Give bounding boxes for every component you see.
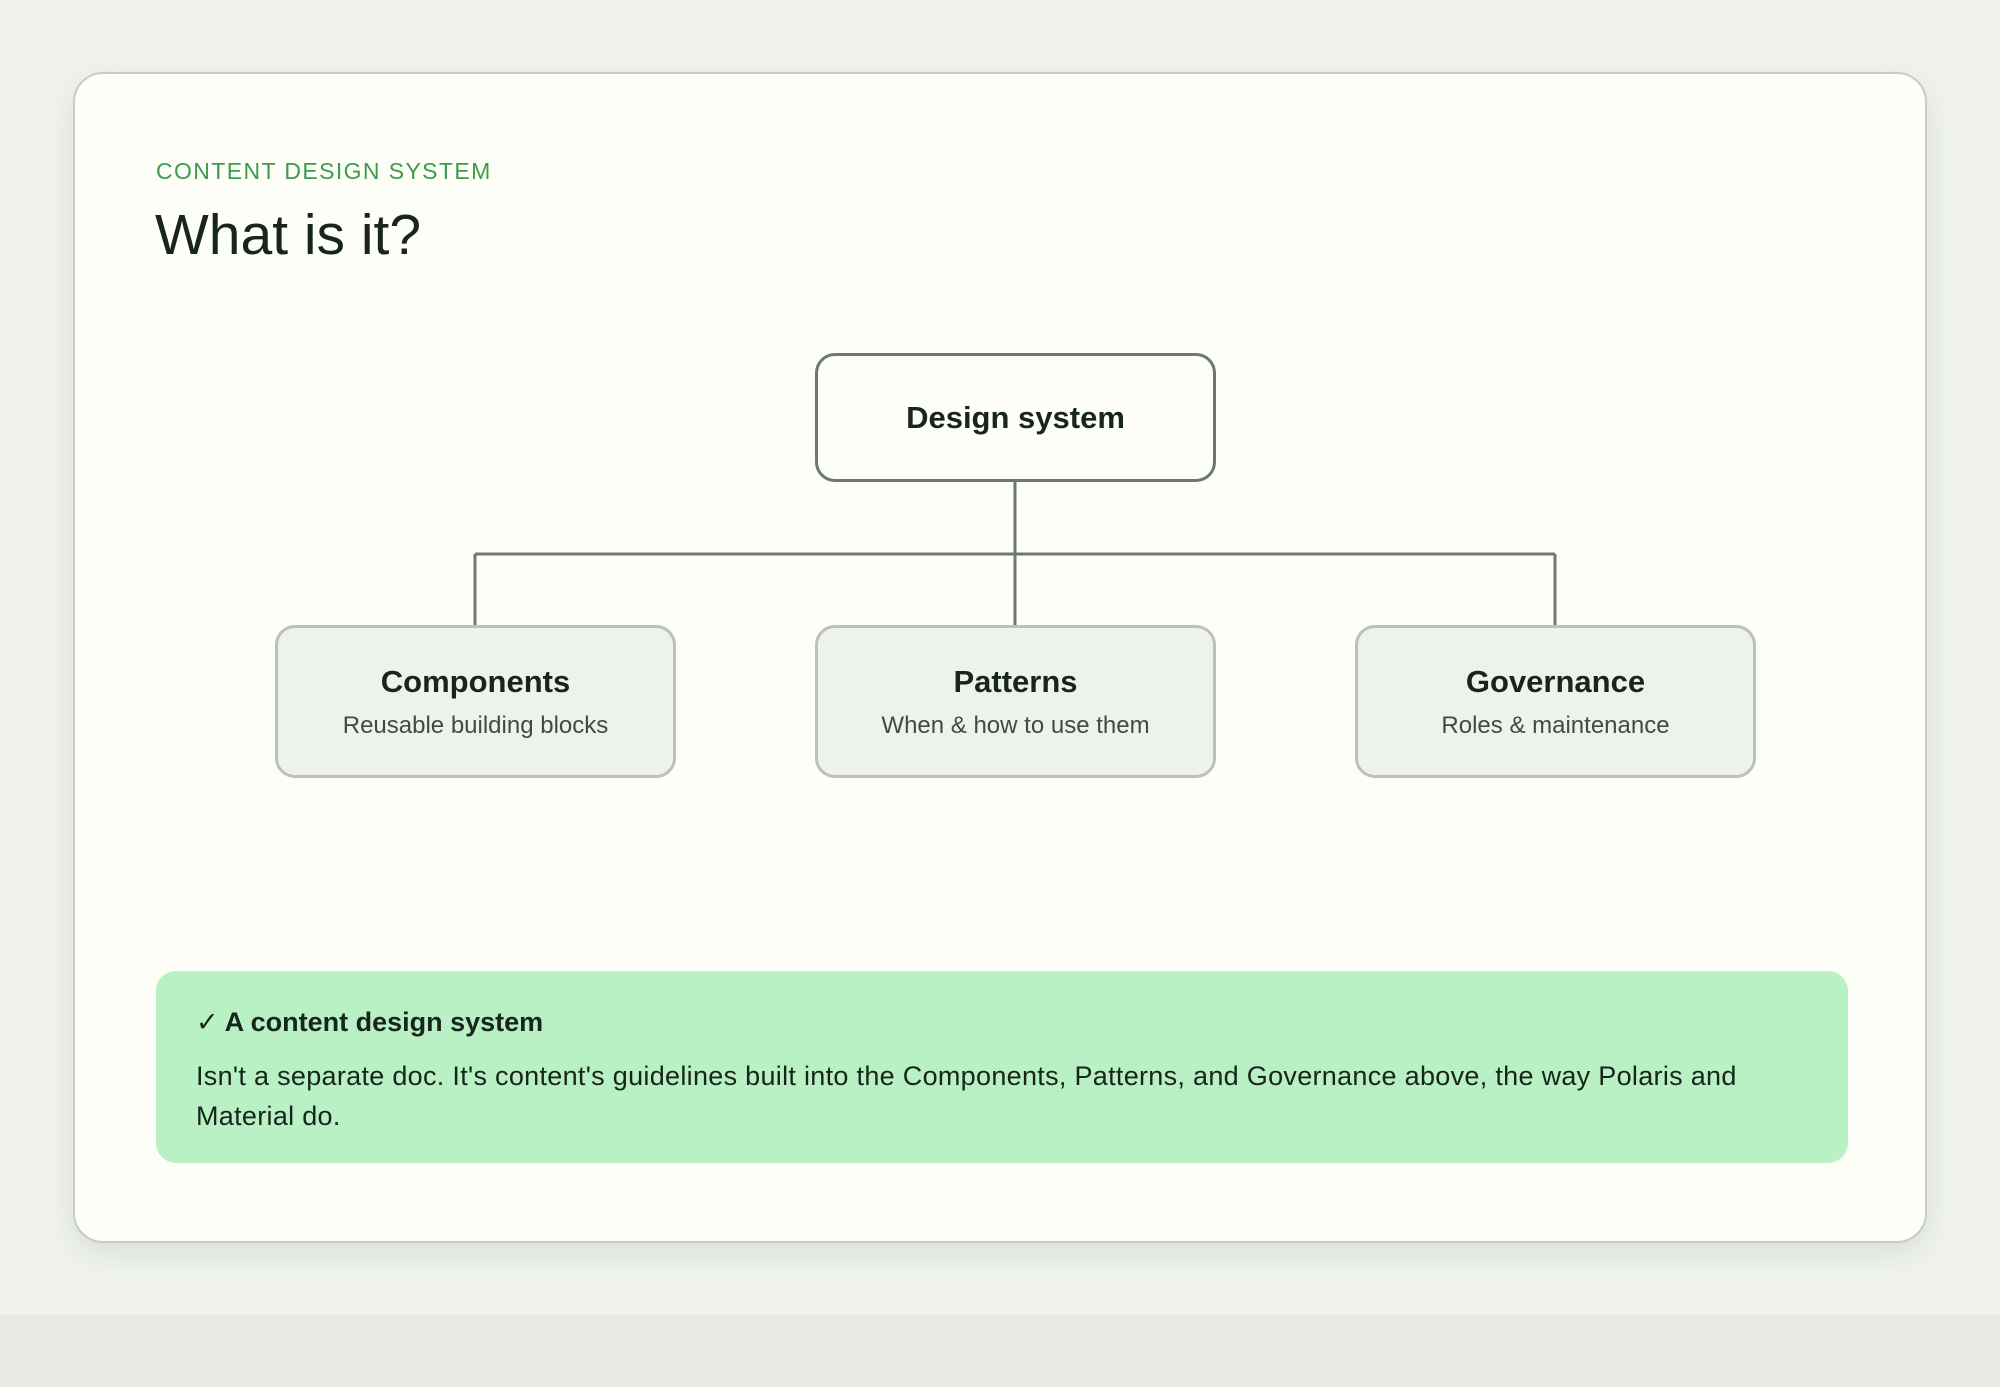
node-components: Components Reusable building blocks [275, 625, 676, 778]
callout-title: A content design system [224, 1007, 544, 1037]
hierarchy-diagram: Design system Components Reusable buildi… [75, 74, 1929, 794]
node-design-system: Design system [815, 353, 1216, 482]
connector-lines [473, 482, 1557, 625]
node-description: Roles & maintenance [1441, 711, 1670, 739]
node-label: Governance [1465, 663, 1646, 699]
slide-card: CONTENT DESIGN SYSTEM What is it? Design… [73, 72, 1927, 1243]
callout-body: Isn't a separate doc. It's content's gui… [196, 1061, 1737, 1131]
page-title: What is it? [155, 203, 422, 267]
node-governance: Governance Roles & maintenance [1355, 625, 1756, 778]
callout-heading: ✓ A content design system [196, 1007, 1808, 1038]
node-description: When & how to use them [881, 711, 1150, 739]
node-description: Reusable building blocks [342, 711, 609, 739]
node-patterns: Patterns When & how to use them [815, 625, 1216, 778]
callout-box: ✓ A content design system Isn't a separa… [156, 971, 1848, 1163]
node-label: Design system [906, 399, 1125, 435]
check-icon: ✓ [196, 1007, 219, 1038]
eyebrow-label: CONTENT DESIGN SYSTEM [156, 158, 492, 184]
node-label: Patterns [953, 663, 1078, 699]
bottom-band [0, 1315, 2000, 1387]
node-label: Components [380, 663, 571, 699]
